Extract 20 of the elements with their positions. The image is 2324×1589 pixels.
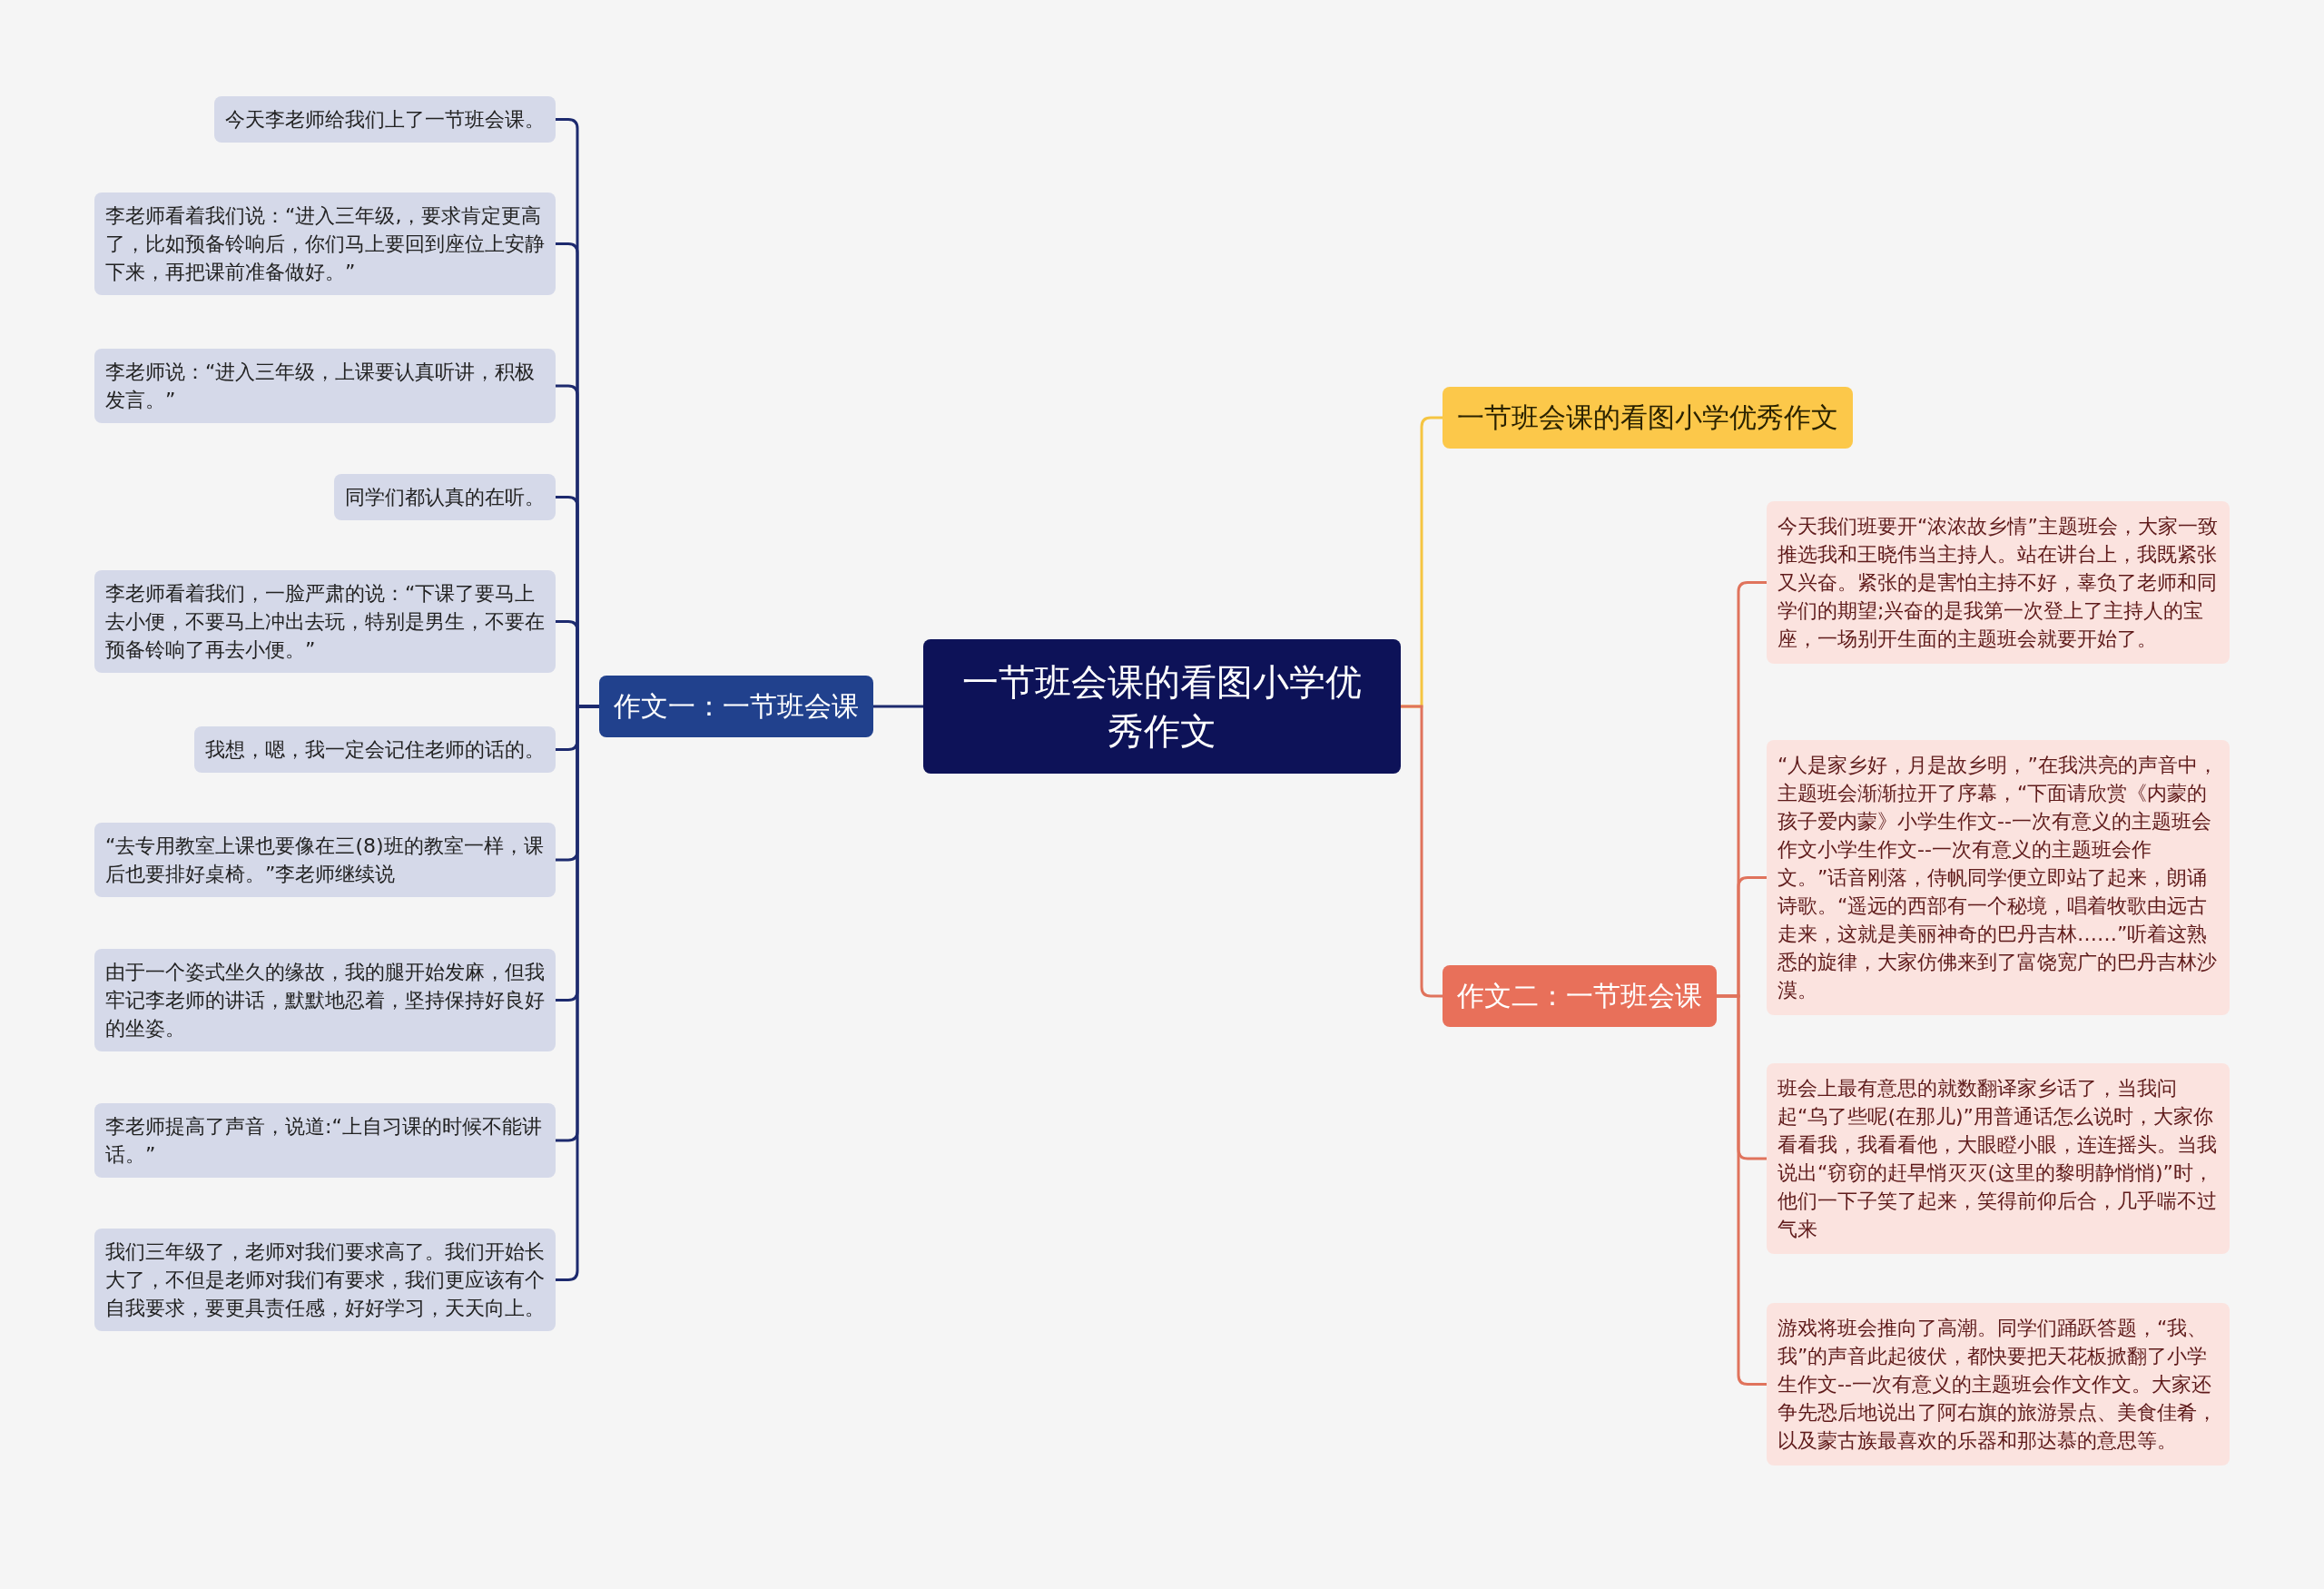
note-card: 李老师提高了声音，说道:“上自习课的时候不能讲话。” [94, 1103, 556, 1178]
note-card: “去专用教室上课也要像在三(8)班的教室一样，课后也要排好桌椅。”李老师继续说 [94, 823, 556, 897]
note-card: 我想，嗯，我一定会记住老师的话的。 [194, 726, 556, 773]
connector [1401, 705, 1443, 998]
note-card: 同学们都认真的在听。 [334, 474, 556, 520]
note-card: 今天我们班要开“浓浓故乡情”主题班会，大家一致推选我和王晓伟当主持人。站在讲台上，我既紧张又兴奋。紧张的是害怕主持不好，辜负了老师和同学们的期望;兴奋的是我第一次登上了主持人的宝座，一场别开生面的主题班会就要开始了。 [1767, 501, 2230, 664]
branch-topic: 一节班会课的看图小学优秀作文 [1443, 387, 1853, 449]
note-card: 李老师说：“进入三年级，上课要认真听讲，积极发言。” [94, 349, 556, 423]
note-card: 李老师看着我们，一脸严肃的说：“下课了要马上去小便，不要马上冲出去玩，特别是男生，不要在预备铃响了再去小便。” [94, 570, 556, 673]
note-card: 由于一个姿式坐久的缘故，我的腿开始发麻，但我牢记李老师的讲话，默默地忍着，坚持保持好良好的坐姿。 [94, 949, 556, 1051]
branch-topic: 作文二：一节班会课 [1443, 965, 1717, 1027]
note-card: 班会上最有意思的就数翻译家乡话了，当我问起“乌了些呢(在那儿)”用普通话怎么说时，大家你看看我，我看看他，大眼瞪小眼，连连摇头。当我说出“窃窃的赶早悄灭灭(这里的黎明静悄悄)”时，他们一下子笑了起来，笑得前仰后合，几乎喘不过气来 [1767, 1063, 2230, 1254]
note-card: 我们三年级了，老师对我们要求高了。我们开始长大了，不但是老师对我们有要求，我们更应该有个自我要求，要更具责任感，好好学习，天天向上。 [94, 1229, 556, 1331]
note-card: 今天李老师给我们上了一节班会课。 [214, 96, 556, 143]
note-card: 游戏将班会推向了高潮。同学们踊跃答题，“我、我”的声音此起彼伏，都快要把天花板掀翻了小学生作文--一次有意义的主题班会作文作文。大家还争先恐后地说出了阿右旗的旅游景点、美食佳肴，以及蒙古族最喜欢的乐器和那达慕的意思等。 [1767, 1303, 2230, 1466]
central-topic: 一节班会课的看图小学优秀作文 [923, 639, 1401, 774]
note-card: 李老师看着我们说：“进入三年级,，要求肯定更高了，比如预备铃响后，你们马上要回到座位上安静下来，再把课前准备做好。” [94, 192, 556, 295]
branch-topic: 作文一：一节班会课 [599, 676, 873, 737]
connector [873, 705, 923, 708]
note-card: “人是家乡好，月是故乡明，”在我洪亮的声音中，主题班会渐渐拉开了序幕，“下面请欣赏《内蒙的孩子爱内蒙》小学生作文--一次有意义的主题班会作文小学生作文--一次有意义的主题班会作文。”话音刚落，侍帆同学便立即站了起来，朗诵诗歌。“遥远的西部有一个秘境，唱着牧歌由远古走来，这就是美丽神奇的巴丹吉林……”听着这熟悉的旋律，大家仿佛来到了富饶宽广的巴丹吉林沙漠。 [1767, 740, 2230, 1015]
